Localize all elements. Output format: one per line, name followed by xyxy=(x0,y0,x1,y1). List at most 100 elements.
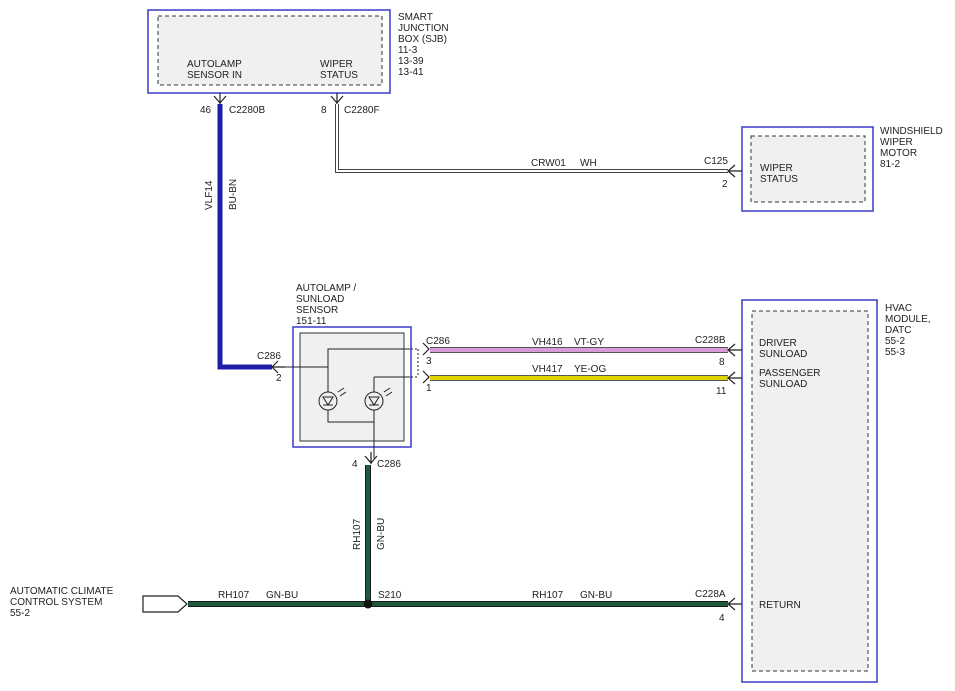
hvac-passenger-connector-arrow-icon xyxy=(727,371,742,385)
wire-vh417-color: YE-OG xyxy=(574,364,606,375)
sensor-title-line2: SUNLOAD xyxy=(296,294,344,305)
sjb-wiper-pin-number: 8 xyxy=(321,105,327,116)
hvac-return-connector-arrow-icon xyxy=(727,597,742,611)
wire-vlf14-circuit: VLF14 xyxy=(204,180,215,210)
wire-vh417-circuit: VH417 xyxy=(532,364,563,375)
sensor-bottom-connector: C286 xyxy=(377,459,401,470)
hvac-driver-label-line2: SUNLOAD xyxy=(759,349,807,360)
wiper-motor-title-line3: MOTOR xyxy=(880,148,917,159)
sjb-title-line6: 13-41 xyxy=(398,67,424,78)
sjb-autolamp-pin-number: 46 xyxy=(200,105,212,116)
sjb-autolamp-pin-line2: SENSOR IN xyxy=(187,70,242,81)
photodiode-left-icon xyxy=(318,387,347,411)
wire-rh107-left-circuit: RH107 xyxy=(218,590,250,601)
wiper-motor-connector: C125 xyxy=(704,156,728,167)
wire-rh107: RH107 GN-BU RH107 GN-BU RH107 GN-BU xyxy=(188,465,728,607)
sensor-internal-trace-top xyxy=(284,348,410,368)
hvac-return-label: RETURN xyxy=(759,600,801,611)
autolamp-sunload-sensor: AUTOLAMP / SUNLOAD SENSOR 151-11 C286 2 xyxy=(257,283,450,470)
automatic-climate-control-system: AUTOMATIC CLIMATE CONTROL SYSTEM 55-2 xyxy=(10,586,188,619)
sensor-right-bottom-arrow-icon xyxy=(422,370,430,384)
wire-rh107-right-circuit: RH107 xyxy=(532,590,564,601)
smart-junction-box: AUTOLAMP SENSOR IN WIPER STATUS SMART JU… xyxy=(147,9,449,116)
sensor-pin-bottom: 1 xyxy=(426,383,432,394)
sensor-title-line4: 151-11 xyxy=(296,316,327,327)
sensor-internal-trace-drops xyxy=(327,367,375,392)
sensor-left-pin: 2 xyxy=(276,373,282,384)
hvac-title-line5: 55-3 xyxy=(885,347,905,358)
hvac-title-line3: DATC xyxy=(885,325,911,336)
sjb-title-line5: 13-39 xyxy=(398,56,424,67)
splice-s210-label: S210 xyxy=(378,590,402,601)
sjb-autolamp-pin-line1: AUTOLAMP xyxy=(187,59,242,70)
sensor-bottom-connector-arrow-icon xyxy=(364,452,378,464)
wire-rh107-vertical-circuit: RH107 xyxy=(352,518,363,550)
acc-title-line1: AUTOMATIC CLIMATE xyxy=(10,586,114,597)
hvac-title-line1: HVAC xyxy=(885,303,912,314)
sjb-autolamp-connector-arrow-icon xyxy=(213,93,227,104)
hvac-module: HVAC MODULE, DATC 55-2 55-3 DRIVER SUNLO… xyxy=(695,299,931,683)
wire-vh417: VH417 YE-OG xyxy=(430,364,728,381)
wire-vlf14: VLF14 BU-BN xyxy=(204,104,272,370)
sensor-title-line3: SENSOR xyxy=(296,305,338,316)
wiper-motor-title-line4: 81-2 xyxy=(880,159,900,170)
hvac-passenger-label-line1: PASSENGER xyxy=(759,368,821,379)
acc-title-line3: 55-2 xyxy=(10,608,30,619)
wiper-motor-title-line2: WIPER xyxy=(880,137,913,148)
sjb-title-line4: 11-3 xyxy=(398,45,418,56)
windshield-wiper-motor: WIPER STATUS WINDSHIELD WIPER MOTOR 81-2… xyxy=(704,126,943,212)
sensor-left-connector-arrow-icon xyxy=(271,360,285,374)
sensor-pin-top: 3 xyxy=(426,356,432,367)
wire-vlf14-fill xyxy=(217,104,272,370)
wire-vlf14-color: BU-BN xyxy=(228,179,239,210)
hvac-pin-passenger: 11 xyxy=(716,386,727,397)
sensor-left-connector: C286 xyxy=(257,351,281,362)
sjb-title-line1: SMART xyxy=(398,12,433,23)
sensor-right-top-arrow-icon xyxy=(422,342,430,356)
hvac-driver-connector-arrow-icon xyxy=(727,343,742,357)
sensor-title-line1: AUTOLAMP / xyxy=(296,283,356,294)
acc-connector-pointer-icon xyxy=(142,595,188,613)
wiper-motor-pin-line1: WIPER xyxy=(760,163,793,174)
sjb-autolamp-connector: C2280B xyxy=(229,105,265,116)
sensor-right-connector: C286 xyxy=(426,336,450,347)
wire-crw01: CRW01 WH xyxy=(335,104,728,173)
wire-crw01-fill xyxy=(336,104,728,172)
splice-s210-dot-icon xyxy=(363,599,373,609)
sjb-wiper-connector: C2280F xyxy=(344,105,380,116)
sjb-inner xyxy=(157,15,383,86)
wiper-motor-inner xyxy=(750,135,866,203)
sjb-wiper-pin-line1: WIPER xyxy=(320,59,353,70)
sjb-wiper-connector-arrow-icon xyxy=(330,93,344,104)
wire-vh416-circuit: VH416 xyxy=(532,337,563,348)
photodiode-right-icon xyxy=(364,387,393,411)
hvac-pin-driver: 8 xyxy=(719,357,725,368)
sjb-title-line3: BOX (SJB) xyxy=(398,34,447,45)
wiper-motor-pin-number: 2 xyxy=(722,179,728,190)
wire-crw01-color: WH xyxy=(580,158,597,169)
wiper-motor-pin-line2: STATUS xyxy=(760,174,798,185)
hvac-pin-return: 4 xyxy=(719,613,725,624)
hvac-connector-a: C228A xyxy=(695,589,726,600)
sensor-inner xyxy=(299,332,405,442)
wire-rh107-vertical-color: GN-BU xyxy=(376,518,387,550)
wiper-motor-connector-arrow-icon xyxy=(727,164,742,178)
wire-vh416-color: VT-GY xyxy=(574,337,604,348)
hvac-inner xyxy=(751,310,869,672)
sjb-title-line2: JUNCTION xyxy=(398,23,449,34)
acc-title-line2: CONTROL SYSTEM xyxy=(10,597,102,608)
hvac-connector-b: C228B xyxy=(695,335,726,346)
hvac-driver-label-line1: DRIVER xyxy=(759,338,797,349)
wire-rh107-right-color: GN-BU xyxy=(580,590,612,601)
wiper-motor-title-line1: WINDSHIELD xyxy=(880,126,943,137)
sensor-bottom-pin: 4 xyxy=(352,459,358,470)
splice-s210: S210 xyxy=(363,590,402,609)
wire-vh416: VH416 VT-GY xyxy=(430,337,728,353)
sjb-wiper-pin-line2: STATUS xyxy=(320,70,358,81)
hvac-title-line2: MODULE, xyxy=(885,314,931,325)
wire-rh107-left-color: GN-BU xyxy=(266,590,298,601)
sensor-internal-trace-bottom xyxy=(327,410,375,458)
hvac-title-line4: 55-2 xyxy=(885,336,905,347)
hvac-passenger-label-line2: SUNLOAD xyxy=(759,379,807,390)
